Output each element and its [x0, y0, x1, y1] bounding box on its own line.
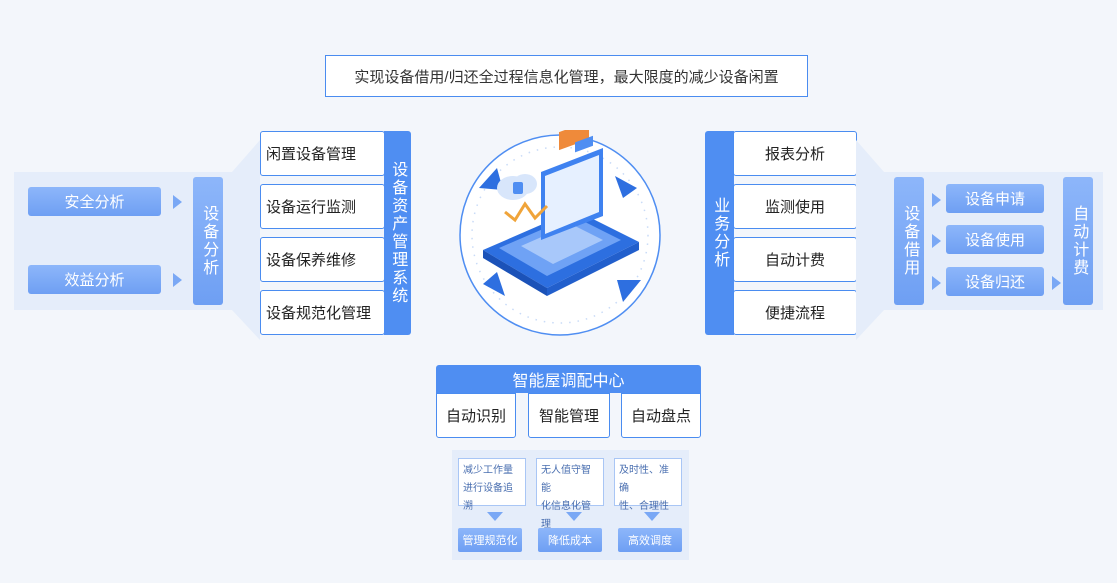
list-item-idle-device[interactable]: 闲置设备管理	[260, 131, 385, 176]
list-item-easy-process[interactable]: 便捷流程	[733, 290, 857, 335]
list-item-device-monitoring[interactable]: 设备运行监测	[260, 184, 385, 229]
banner-text: 实现设备借用/归还全过程信息化管理，最大限度的减少设备闲置	[354, 68, 779, 86]
arrow-right-icon	[1052, 276, 1061, 290]
device-analysis-label: 设备分析	[193, 177, 223, 305]
asset-system-label: 设备资产管理系统	[384, 131, 411, 335]
arrow-right-icon	[932, 193, 941, 207]
business-analysis-label: 业务分析	[705, 131, 734, 335]
hub-title: 智能屋调配中心	[436, 365, 701, 393]
benefit-card: 无人值守智能 化信息化管理	[536, 458, 604, 530]
hub-item-smart-manage[interactable]: 智能管理	[528, 393, 610, 438]
device-use-button[interactable]: 设备使用	[946, 225, 1044, 254]
device-apply-button[interactable]: 设备申请	[946, 184, 1044, 213]
arrow-right-icon	[173, 195, 182, 209]
result-reduce-cost-button[interactable]: 降低成本	[538, 528, 602, 552]
right-connector-shape	[856, 140, 884, 340]
benefit-card: 及时性、准确 性、合理性	[614, 458, 682, 512]
hub-item-auto-identify[interactable]: 自动识别	[436, 393, 516, 438]
list-item-report-analysis[interactable]: 报表分析	[733, 131, 857, 176]
arrow-down-icon	[644, 512, 660, 521]
benefit-card: 减少工作量 进行设备追溯	[458, 458, 526, 512]
benefit-analysis-button[interactable]: 效益分析	[28, 265, 161, 294]
arrow-right-icon	[932, 234, 941, 248]
list-item-device-maintenance[interactable]: 设备保养维修	[260, 237, 385, 282]
list-item-device-standardization[interactable]: 设备规范化管理	[260, 290, 385, 335]
laptop-cycle-icon	[459, 121, 661, 336]
result-standardize-button[interactable]: 管理规范化	[458, 528, 522, 552]
list-item-monitor-usage[interactable]: 监测使用	[733, 184, 857, 229]
safety-analysis-button[interactable]: 安全分析	[28, 187, 161, 216]
hub-item-auto-inventory[interactable]: 自动盘点	[621, 393, 701, 438]
list-item-auto-billing[interactable]: 自动计费	[733, 237, 857, 282]
device-return-button[interactable]: 设备归还	[946, 267, 1044, 296]
arrow-down-icon	[487, 512, 503, 521]
device-borrow-label: 设备借用	[894, 177, 924, 305]
arrow-right-icon	[932, 276, 941, 290]
center-illustration	[455, 121, 665, 340]
result-efficient-dispatch-button[interactable]: 高效调度	[618, 528, 682, 552]
left-connector-shape	[232, 140, 260, 340]
top-banner: 实现设备借用/归还全过程信息化管理，最大限度的减少设备闲置	[325, 55, 808, 97]
arrow-down-icon	[566, 512, 582, 521]
arrow-right-icon	[173, 273, 182, 287]
auto-billing-label: 自动计费	[1063, 177, 1093, 305]
